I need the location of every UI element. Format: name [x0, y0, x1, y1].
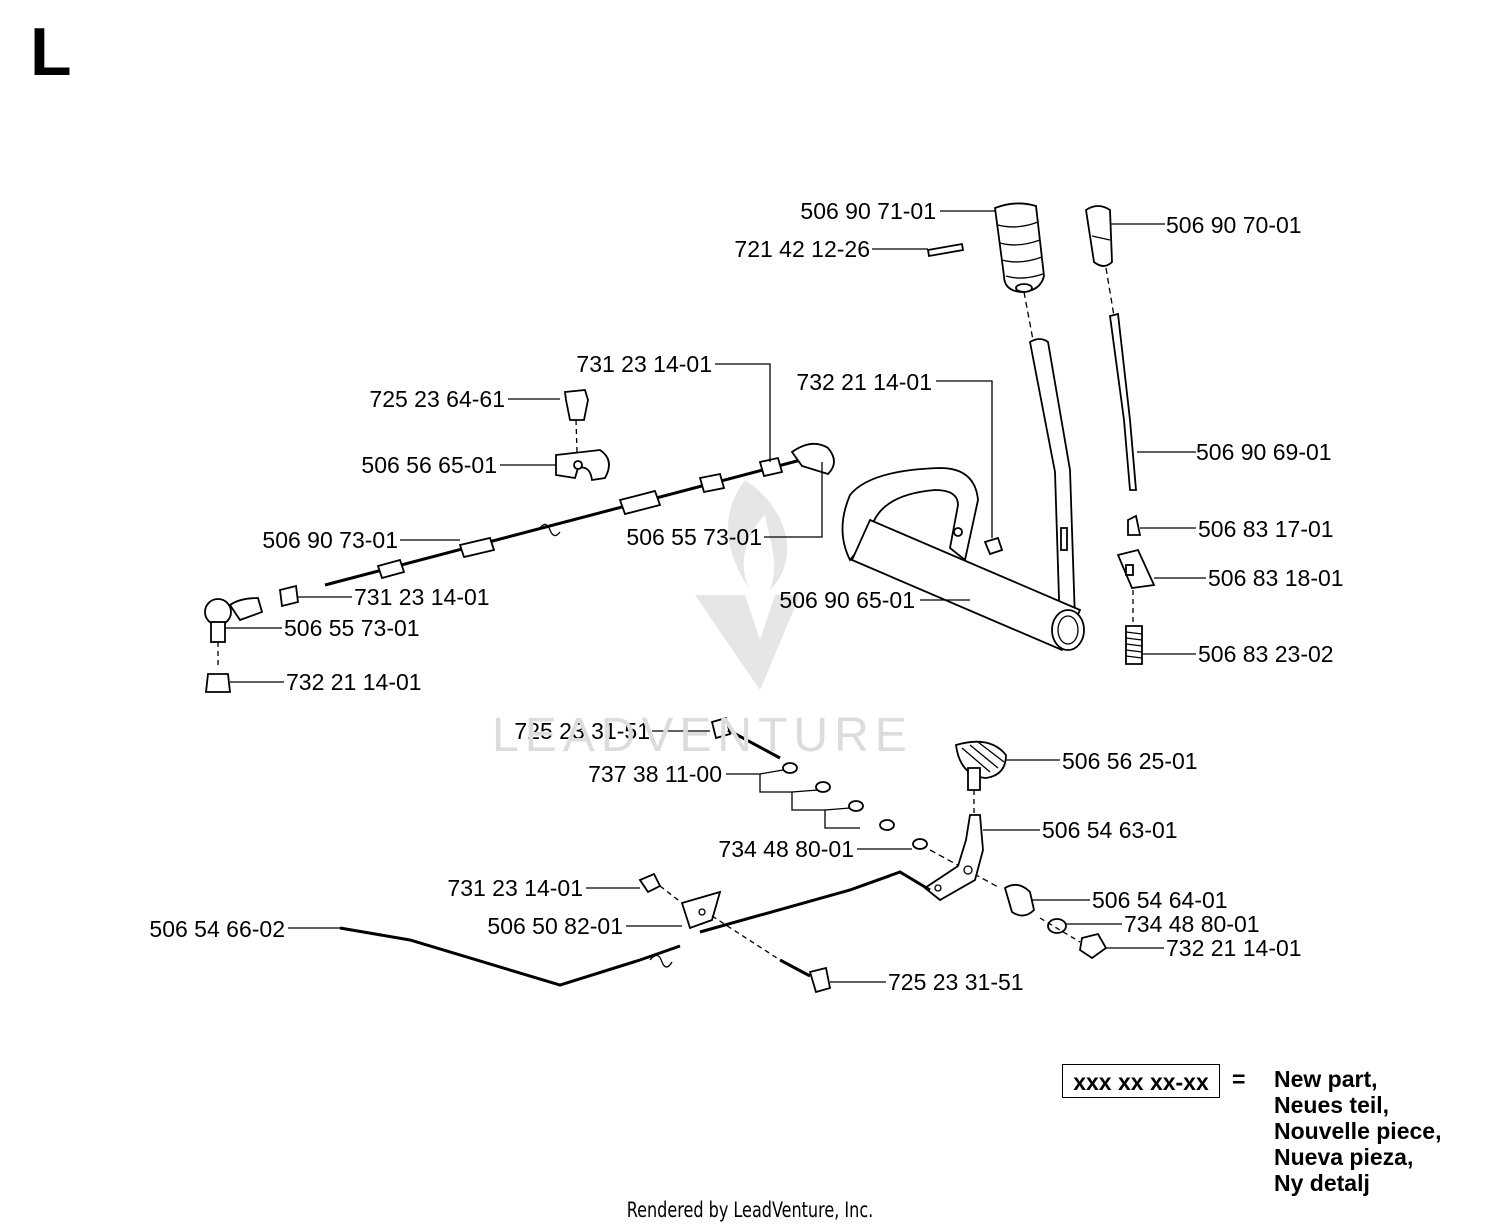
part-label: 506 50 82-01: [487, 913, 623, 939]
pin: [926, 242, 965, 258]
legend-meaning-en: New part,: [1274, 1066, 1378, 1092]
part-label: 506 83 18-01: [1208, 565, 1344, 591]
part-label: 506 55 73-01: [626, 524, 762, 550]
legend-meanings: New part, Neues teil, Nouvelle piece, Nu…: [1274, 1066, 1441, 1196]
right-lever: [1085, 205, 1156, 665]
part-label: 734 48 80-01: [718, 836, 854, 862]
part-label: 506 90 70-01: [1166, 212, 1302, 238]
watermark-text: LEADVENTURE: [492, 709, 913, 762]
part-label: 506 54 64-01: [1092, 887, 1228, 913]
legend-meaning-es: Nueva pieza,: [1274, 1144, 1414, 1170]
legend-sample-box: xxx xx xx-xx: [1062, 1064, 1220, 1098]
legend-equals: =: [1232, 1066, 1246, 1092]
part-label: 506 55 73-01: [284, 615, 420, 641]
part-label: 725 23 31-51: [514, 718, 650, 744]
cable-assembly: [204, 389, 835, 693]
part-label: 506 90 73-01: [262, 527, 398, 553]
part-label: 725 23 64-61: [369, 386, 505, 412]
brake-pedal-assembly: [339, 716, 1108, 994]
part-label: 506 54 63-01: [1042, 817, 1178, 843]
leader-lines: [225, 210, 1206, 983]
legend-meaning-sv: Ny detalj: [1274, 1170, 1370, 1196]
part-label: 721 42 12-26: [734, 236, 870, 262]
part-label: 732 21 14-01: [286, 669, 422, 695]
page-letter: L: [30, 14, 72, 90]
part-label: 732 21 14-01: [796, 369, 932, 395]
part-number-labels: 506 90 71-01 721 42 12-26 506 90 70-01 7…: [149, 198, 1343, 995]
part-label: 737 38 11-00: [588, 761, 722, 787]
part-label: 731 23 14-01: [354, 584, 490, 610]
part-label: 506 83 23-02: [1198, 641, 1334, 667]
part-label: 506 54 66-02: [149, 916, 285, 942]
legend-meaning-fr: Nouvelle piece,: [1274, 1118, 1442, 1144]
part-label: 732 21 14-01: [1166, 935, 1302, 961]
part-label: 734 48 80-01: [1124, 911, 1260, 937]
part-label: 506 90 69-01: [1196, 439, 1332, 465]
part-label: 506 90 71-01: [800, 198, 936, 224]
part-label: 725 23 31-51: [888, 969, 1024, 995]
part-label: 506 56 65-01: [361, 452, 497, 478]
part-label: 506 90 65-01: [779, 587, 915, 613]
part-label: 506 83 17-01: [1198, 516, 1334, 542]
lever-knob: [994, 202, 1045, 293]
part-label: 731 23 14-01: [576, 351, 712, 377]
watermark-logo: [695, 480, 800, 690]
part-label: 506 56 25-01: [1062, 748, 1198, 774]
lever-rod: [1023, 291, 1076, 632]
footer-credit: Rendered by LeadVenture, Inc.: [626, 1198, 874, 1222]
legend-meaning-de: Neues teil,: [1274, 1092, 1390, 1118]
pivot-tube: [841, 467, 1085, 652]
part-label: 731 23 14-01: [447, 875, 583, 901]
